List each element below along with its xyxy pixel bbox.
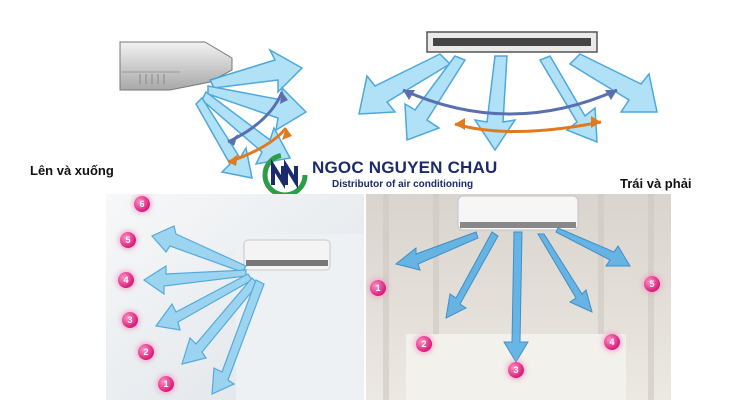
position-badge: 4 bbox=[118, 272, 134, 288]
logo-monogram-icon bbox=[262, 152, 308, 198]
position-badge: 5 bbox=[120, 232, 136, 248]
position-badge: 5 bbox=[644, 276, 660, 292]
wall-ac-vertical-airflow-photo: 6 5 4 3 2 1 bbox=[106, 194, 364, 400]
position-badge: 3 bbox=[508, 362, 524, 378]
left-right-swing-diagram bbox=[358, 31, 658, 152]
position-badge: 6 bbox=[134, 196, 150, 212]
brand-tagline: Distributor of air conditioning bbox=[332, 179, 474, 190]
position-badge: 1 bbox=[158, 376, 174, 392]
brand-logo: NGOC NGUYEN CHAU Distributor of air cond… bbox=[260, 152, 520, 198]
position-badge: 4 bbox=[604, 334, 620, 350]
brand-name: NGOC NGUYEN CHAU bbox=[312, 158, 498, 177]
up-down-swing-diagram bbox=[119, 41, 308, 179]
position-badge: 2 bbox=[138, 344, 154, 360]
left-right-label: Trái và phải bbox=[620, 176, 692, 191]
wall-ac-horizontal-airflow-photo: 1 2 3 4 5 bbox=[366, 194, 671, 400]
up-down-label: Lên và xuống bbox=[30, 163, 114, 178]
position-badge: 3 bbox=[122, 312, 138, 328]
position-badge: 2 bbox=[416, 336, 432, 352]
position-badge: 1 bbox=[370, 280, 386, 296]
